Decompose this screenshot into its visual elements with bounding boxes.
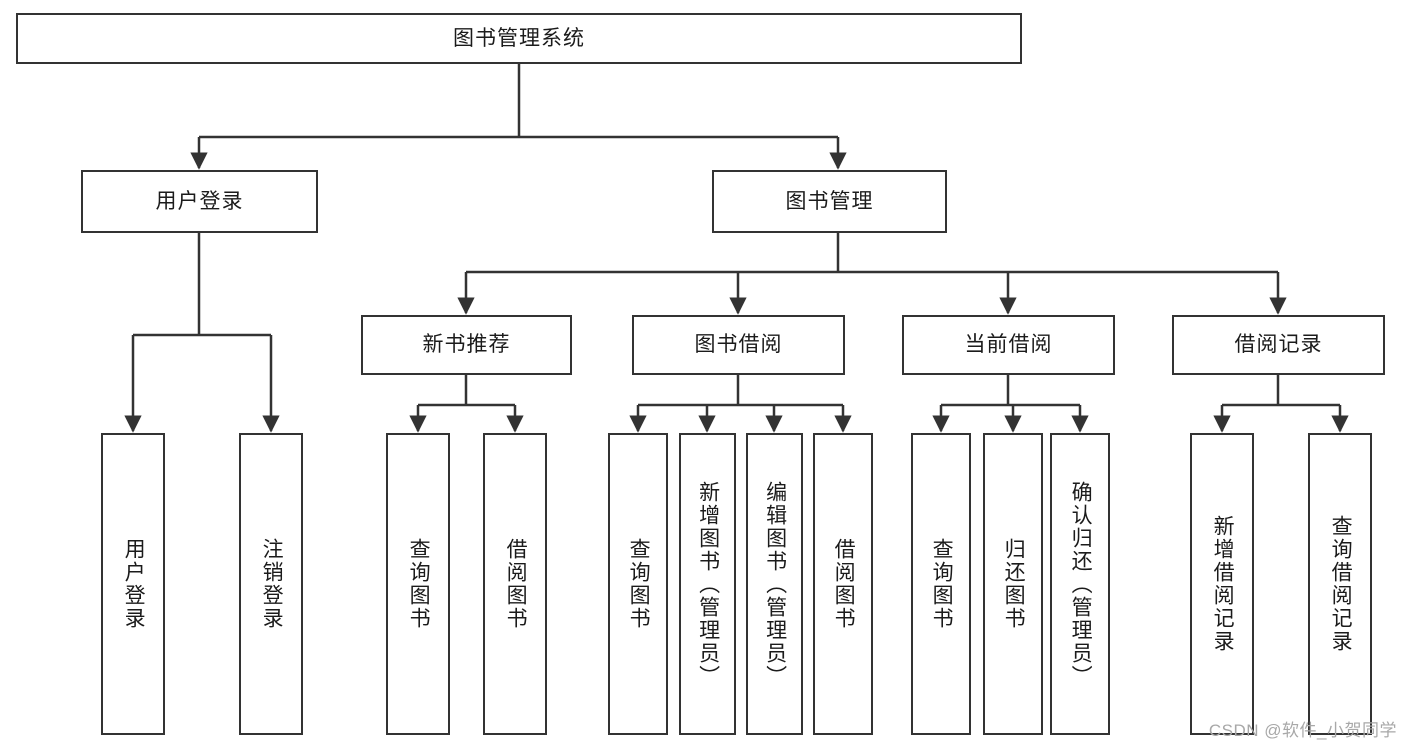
node-book-manage-label: 图书管理: [785, 189, 874, 213]
node-leaf-borrow-book-1-label: 借阅图书: [504, 538, 528, 630]
node-borrow-record[interactable]: 借阅记录: [1172, 315, 1385, 375]
node-leaf-query-record[interactable]: 查询借阅记录: [1308, 433, 1372, 735]
node-leaf-logout[interactable]: 注销登录: [239, 433, 303, 735]
node-leaf-confirm-return[interactable]: 确认归还（管理员）: [1050, 433, 1110, 735]
node-leaf-query-book-1[interactable]: 查询图书: [386, 433, 450, 735]
node-leaf-confirm-return-label: 确认归还（管理员）: [1069, 480, 1093, 688]
node-book-borrow-label: 图书借阅: [694, 333, 783, 357]
watermark: CSDN @软件_小贺同学: [1208, 721, 1397, 740]
node-leaf-query-book-3[interactable]: 查询图书: [911, 433, 971, 735]
node-leaf-edit-book-label: 编辑图书（管理员）: [763, 480, 787, 688]
node-leaf-add-record[interactable]: 新增借阅记录: [1190, 433, 1254, 735]
node-leaf-add-book[interactable]: 新增图书（管理员）: [679, 433, 736, 735]
node-leaf-return-book[interactable]: 归还图书: [983, 433, 1043, 735]
node-user-login[interactable]: 用户登录: [81, 170, 318, 233]
node-leaf-user-login[interactable]: 用户登录: [101, 433, 165, 735]
node-leaf-borrow-book-1[interactable]: 借阅图书: [483, 433, 547, 735]
node-leaf-logout-label: 注销登录: [260, 538, 284, 630]
node-leaf-query-book-1-label: 查询图书: [407, 538, 431, 630]
node-user-login-label: 用户登录: [155, 189, 244, 213]
node-current-borrow-label: 当前借阅: [964, 333, 1053, 357]
node-leaf-query-book-3-label: 查询图书: [930, 538, 954, 630]
node-current-borrow[interactable]: 当前借阅: [902, 315, 1115, 375]
node-leaf-edit-book[interactable]: 编辑图书（管理员）: [746, 433, 803, 735]
node-new-book-recommend-label: 新书推荐: [422, 333, 511, 357]
node-leaf-query-book-2[interactable]: 查询图书: [608, 433, 668, 735]
node-leaf-borrow-book-2-label: 借阅图书: [832, 538, 856, 630]
node-root[interactable]: 图书管理系统: [16, 13, 1022, 64]
node-leaf-return-book-label: 归还图书: [1002, 538, 1026, 630]
node-leaf-query-book-2-label: 查询图书: [627, 538, 651, 630]
node-root-label: 图书管理系统: [453, 26, 585, 50]
node-borrow-record-label: 借阅记录: [1234, 333, 1323, 357]
node-book-borrow[interactable]: 图书借阅: [632, 315, 845, 375]
node-leaf-borrow-book-2[interactable]: 借阅图书: [813, 433, 873, 735]
node-leaf-query-record-label: 查询借阅记录: [1329, 515, 1353, 653]
node-book-manage[interactable]: 图书管理: [712, 170, 947, 233]
node-new-book-recommend[interactable]: 新书推荐: [361, 315, 572, 375]
node-leaf-add-record-label: 新增借阅记录: [1211, 515, 1235, 653]
node-leaf-user-login-label: 用户登录: [122, 538, 146, 630]
node-leaf-add-book-label: 新增图书（管理员）: [696, 480, 720, 688]
